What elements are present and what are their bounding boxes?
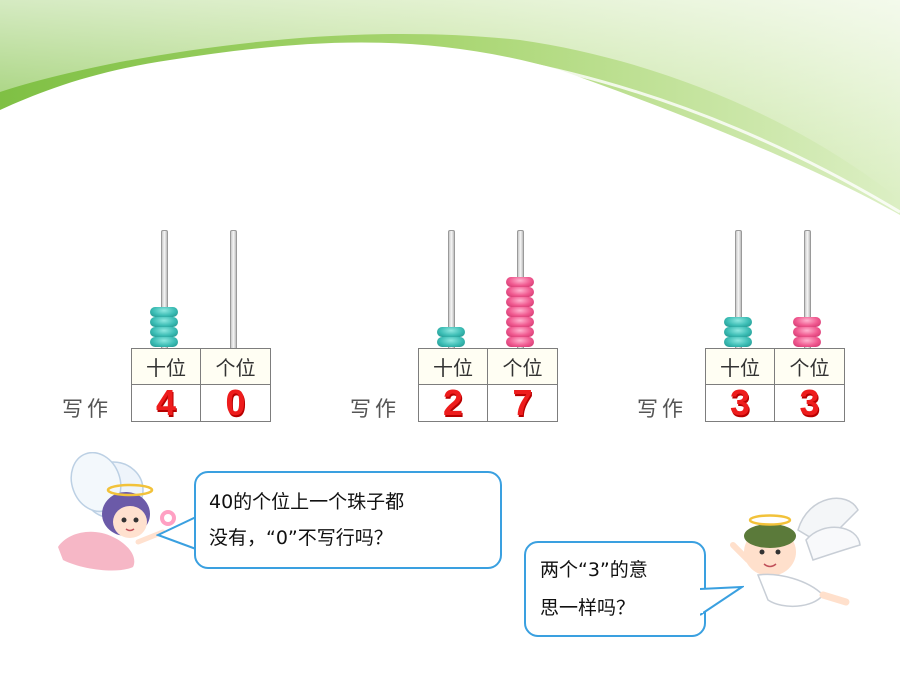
abacus-3: 十位 个位 3 3: [705, 225, 845, 425]
header-ones: 个位: [488, 349, 557, 385]
tens-digit: 3: [706, 382, 775, 423]
tens-digit: 2: [419, 382, 488, 423]
ones-rod: [230, 230, 237, 350]
tens-bead: [150, 317, 178, 327]
tens-bead: [437, 327, 465, 337]
ones-bead: [506, 317, 534, 327]
ones-bead: [793, 337, 821, 347]
write-as-label: 写作: [62, 397, 112, 421]
tens-bead: [724, 327, 752, 337]
left-speech-bubble: 40的个位上一个珠子都 没有，“0”不写行吗？: [194, 471, 502, 569]
right-bubble-line-1: 两个“3”的意: [540, 559, 648, 581]
place-value-table: 十位 个位 2 7: [418, 348, 558, 423]
tens-bead: [150, 307, 178, 317]
write-as-label: 写作: [637, 397, 687, 421]
header-tens: 十位: [706, 349, 775, 385]
header-ones: 个位: [201, 349, 270, 385]
write-as-label: 写作: [350, 397, 400, 421]
ones-bead: [506, 277, 534, 287]
left-bubble-line-1: 40的个位上一个珠子都: [209, 491, 405, 513]
abacus-2: 十位 个位 2 7: [418, 225, 558, 425]
left-bubble-tail: [156, 516, 196, 550]
right-bubble-line-2: 思一样吗？: [540, 597, 636, 619]
left-bubble-line-2: 没有，“0”不写行吗？: [209, 527, 393, 549]
ones-bead: [793, 327, 821, 337]
header-ones: 个位: [775, 349, 844, 385]
place-value-table: 十位 个位 3 3: [705, 348, 845, 423]
tens-digit: 4: [132, 382, 201, 423]
ones-bead: [506, 327, 534, 337]
tens-bead: [150, 327, 178, 337]
ones-bead: [506, 307, 534, 317]
fairy-girl-illustration: [58, 452, 176, 571]
place-value-table: 十位 个位 4 0: [131, 348, 271, 423]
ones-digit: 7: [512, 382, 533, 423]
header-tens: 十位: [132, 349, 201, 385]
tens-bead: [150, 337, 178, 347]
green-wave-banner: [0, 0, 900, 215]
cherub-boy-illustration: [730, 497, 861, 608]
ones-bead: [506, 297, 534, 307]
ones-bead: [506, 287, 534, 297]
right-speech-bubble: 两个“3”的意 思一样吗？: [524, 541, 706, 637]
ones-bead: [506, 337, 534, 347]
ones-digit: 3: [799, 382, 820, 423]
right-bubble-tail: [700, 585, 744, 616]
ones-bead: [793, 317, 821, 327]
tens-bead: [724, 317, 752, 327]
tens-bead: [437, 337, 465, 347]
header-tens: 十位: [419, 349, 488, 385]
ones-digit: 0: [225, 382, 246, 423]
abacus-1: 十位 个位 4 0: [131, 225, 271, 425]
tens-bead: [724, 337, 752, 347]
